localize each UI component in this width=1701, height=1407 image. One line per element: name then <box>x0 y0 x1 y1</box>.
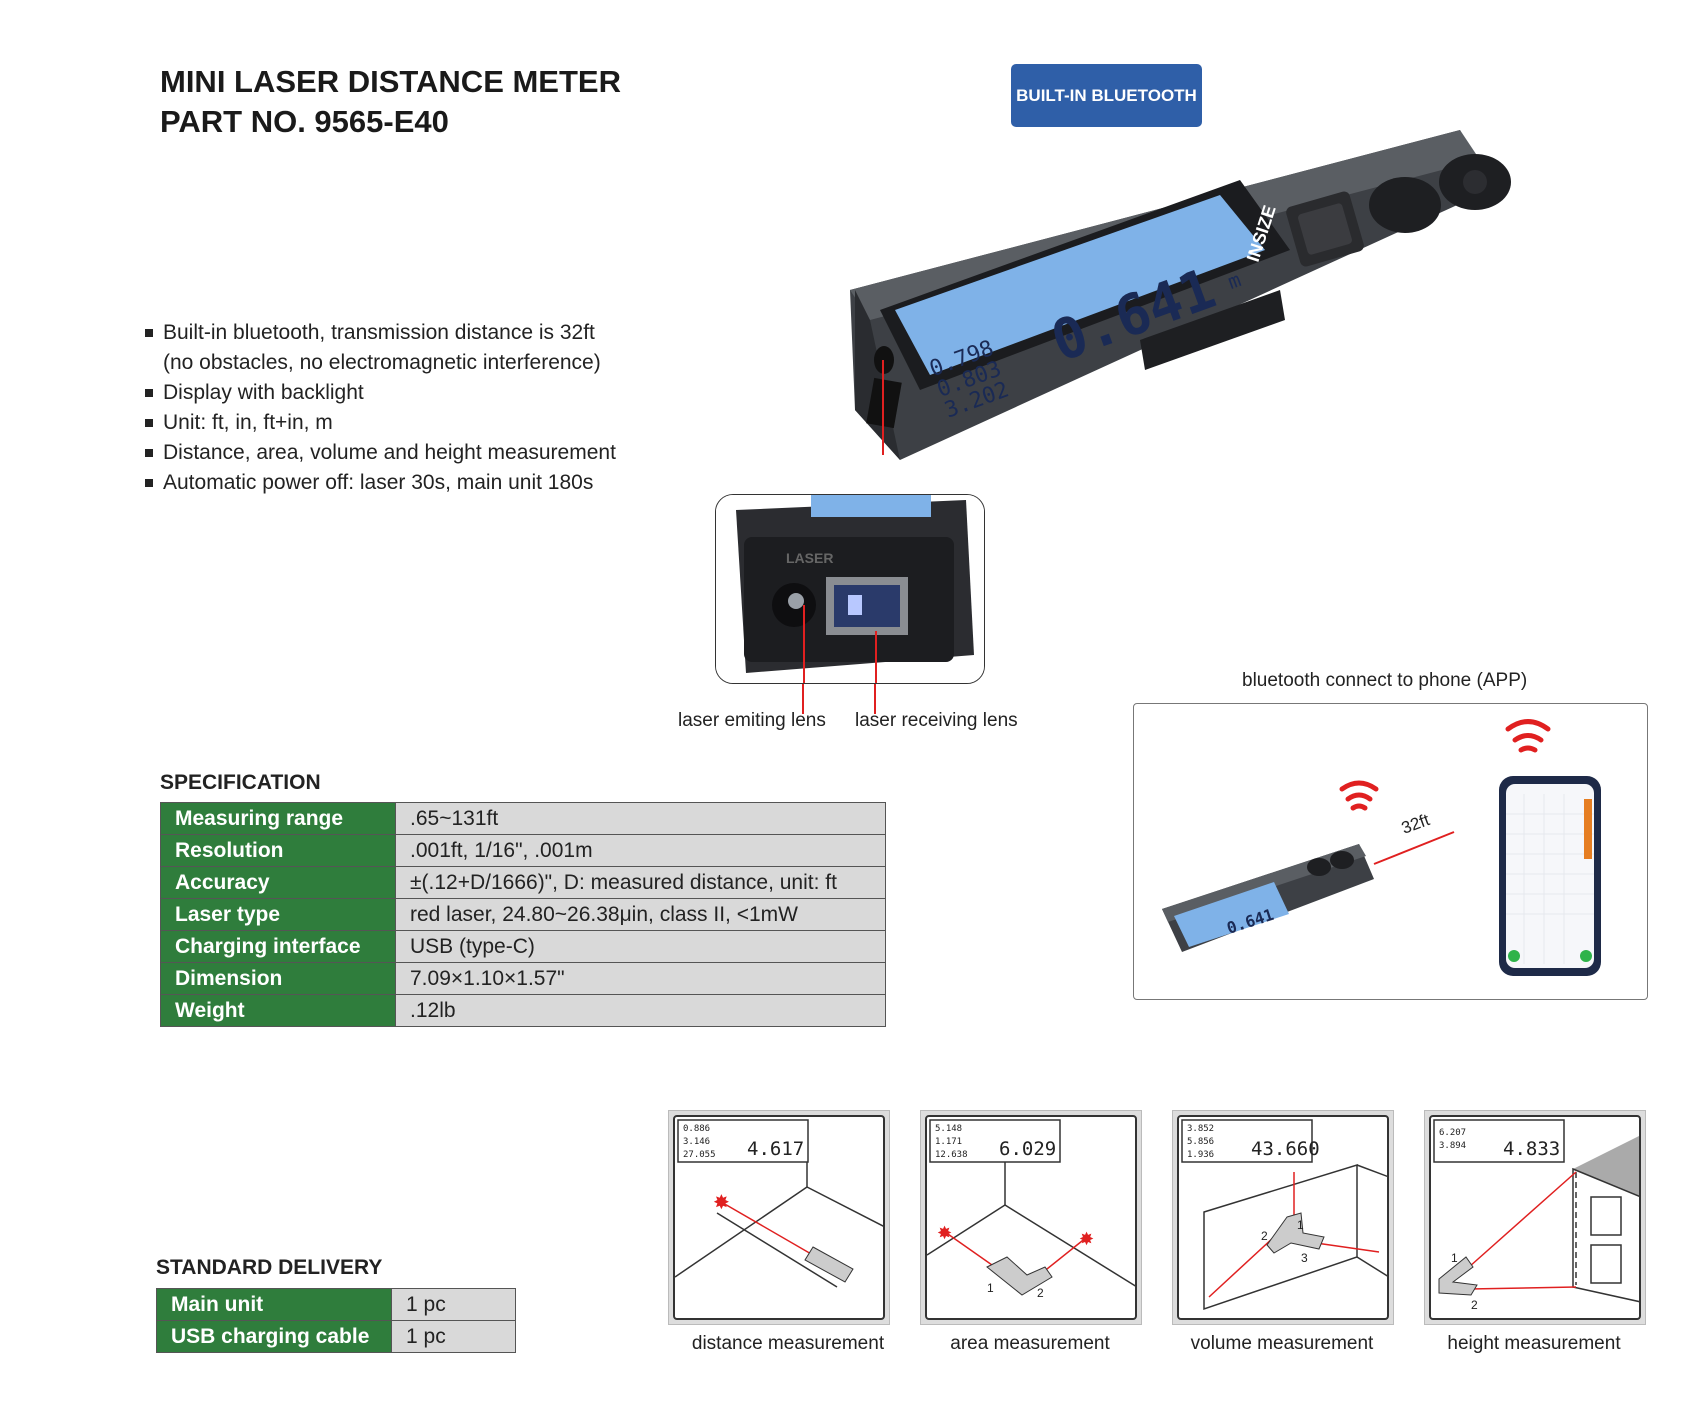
table-row: Weight.12lb <box>160 994 886 1027</box>
delivery-qty: 1 pc <box>391 1320 516 1353</box>
delivery-heading: STANDARD DELIVERY <box>156 1256 383 1279</box>
mode-label-height: height measurement <box>1447 1333 1621 1354</box>
spec-value: .65~131ft <box>395 802 886 835</box>
lcd-small-2: 3.894 <box>1439 1141 1466 1151</box>
lens-pointer-lines <box>802 684 876 714</box>
table-row: Accuracy±(.12+D/1666)", D: measured dist… <box>160 866 886 899</box>
lcd-small-1: 5.148 <box>935 1124 962 1134</box>
mark-1: 1 <box>1451 1251 1458 1265</box>
mode-label-distance: distance measurement <box>691 1333 885 1354</box>
mode-label-area: area measurement <box>950 1333 1110 1354</box>
specification-heading: SPECIFICATION <box>160 771 321 794</box>
spec-value: 7.09×1.10×1.57" <box>395 962 886 995</box>
delivery-qty: 1 pc <box>391 1288 516 1321</box>
mode-tile-volume: 3.852 5.856 1.936 43.660 1 2 3 <box>1172 1110 1394 1325</box>
table-row: Resolution.001ft, 1/16", .001m <box>160 834 886 867</box>
feature-item: Display with backlight <box>145 378 745 408</box>
lcd-main: 6.029 <box>999 1138 1056 1160</box>
mode-tile-height: 6.207 3.894 4.833 1 2 <box>1424 1110 1646 1325</box>
delivery-item: Main unit <box>156 1288 392 1321</box>
spec-key: Charging interface <box>160 930 396 963</box>
lcd-small-2: 3.146 <box>683 1137 710 1147</box>
specification-table: Measuring range.65~131ft Resolution.001f… <box>160 802 886 1027</box>
app-caption: bluetooth connect to phone (APP) <box>1242 670 1528 691</box>
lcd-main: 4.617 <box>747 1138 804 1160</box>
feature-item: Unit: ft, in, ft+in, m <box>145 408 745 438</box>
lcd-small-2: 1.171 <box>935 1137 962 1147</box>
page-title: MINI LASER DISTANCE METER PART NO. 9565-… <box>160 62 621 142</box>
lcd-small-3: 12.638 <box>935 1150 968 1160</box>
svg-text:✸: ✸ <box>1079 1229 1094 1249</box>
spec-key: Measuring range <box>160 802 396 835</box>
mark-2: 2 <box>1261 1229 1268 1243</box>
feature-item: Automatic power off: laser 30s, main uni… <box>145 468 745 498</box>
lcd-main: 4.833 <box>1503 1138 1560 1160</box>
mark-1: 1 <box>987 1281 994 1295</box>
wifi-icon <box>1339 780 1379 811</box>
spec-value: ±(.12+D/1666)", D: measured distance, un… <box>395 866 886 899</box>
lcd-small-1: 6.207 <box>1439 1128 1466 1138</box>
lcd-small-3: 1.936 <box>1187 1150 1214 1160</box>
svg-text:✸: ✸ <box>713 1192 730 1214</box>
table-row: Measuring range.65~131ft <box>160 802 886 835</box>
bluetooth-badge: BUILT-IN BLUETOOTH <box>1011 64 1202 127</box>
closeup-laser-label: LASER <box>786 550 833 566</box>
spec-value: red laser, 24.80~26.38μin, class II, <1m… <box>395 898 886 931</box>
lcd-small-1: 0.886 <box>683 1124 710 1134</box>
lcd-small-2: 5.856 <box>1187 1137 1214 1147</box>
mode-label-volume: volume measurement <box>1190 1333 1374 1354</box>
feature-list: Built-in bluetooth, transmission distanc… <box>145 318 745 498</box>
mark-1: 1 <box>1297 1218 1304 1232</box>
mode-tile-distance: 0.886 3.146 27.055 4.617 ✸ <box>668 1110 890 1325</box>
feature-item-continued: (no obstacles, no electromagnetic interf… <box>163 351 601 374</box>
spec-key: Dimension <box>160 962 396 995</box>
feature-item: Built-in bluetooth, transmission distanc… <box>145 318 745 348</box>
mark-2: 2 <box>1037 1286 1044 1300</box>
spec-key: Accuracy <box>160 866 396 899</box>
svg-text:✸: ✸ <box>937 1223 952 1243</box>
title-line-2: PART NO. 9565-E40 <box>160 104 449 139</box>
spec-value: USB (type-C) <box>395 930 886 963</box>
delivery-item: USB charging cable <box>156 1320 392 1353</box>
lcd-small-3: 27.055 <box>683 1150 716 1160</box>
transmission-distance: 32ft <box>1399 810 1432 838</box>
mark-3: 3 <box>1301 1251 1308 1265</box>
mark-2: 2 <box>1471 1298 1478 1312</box>
spec-value: .001ft, 1/16", .001m <box>395 834 886 867</box>
lcd-main: 43.660 <box>1251 1138 1320 1160</box>
title-line-1: MINI LASER DISTANCE METER <box>160 64 621 99</box>
spec-value: .12lb <box>395 994 886 1027</box>
lens-label-receiving: laser receiving lens <box>855 710 1018 731</box>
app-connection-box: 0.641 32ft <box>1133 703 1648 1000</box>
mode-tile-area: 5.148 1.171 12.638 6.029 ✸ ✸ 1 2 <box>920 1110 1142 1325</box>
lens-label-emitting: laser emiting lens <box>678 710 826 731</box>
spec-key: Laser type <box>160 898 396 931</box>
wifi-icon <box>1505 719 1551 753</box>
spec-key: Weight <box>160 994 396 1027</box>
device-image: 0.798 0.803 3.202 0.641 m INSIZE <box>850 130 1511 460</box>
feature-item: Distance, area, volume and height measur… <box>145 438 745 468</box>
spec-key: Resolution <box>160 834 396 867</box>
lens-closeup: LASER <box>715 494 985 684</box>
lcd-small-1: 3.852 <box>1187 1124 1214 1134</box>
